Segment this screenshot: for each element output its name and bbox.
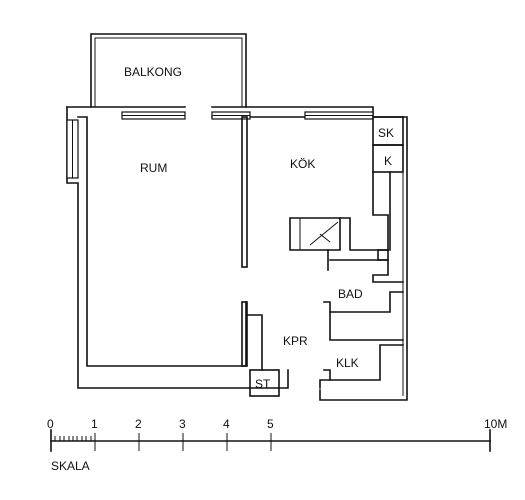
wall-rum-kok: [241, 116, 263, 371]
label-k: K: [384, 154, 392, 168]
scale-tick-5: 5: [267, 417, 274, 431]
scale-tick-1: 1: [91, 417, 98, 431]
scale-label: SKALA: [51, 459, 90, 473]
balcony: [90, 33, 247, 108]
scale-tick-2: 2: [135, 417, 142, 431]
label-sk: SK: [378, 126, 394, 140]
label-klk: KLK: [336, 356, 359, 370]
scale-tick-0: 0: [47, 417, 54, 431]
scale-tick-3: 3: [179, 417, 186, 431]
bathroom-walls: [319, 291, 404, 389]
label-bad: BAD: [338, 287, 363, 301]
windows: [66, 111, 374, 179]
scale-tick-10m: 10M: [484, 417, 507, 431]
scale-bar: 0 1 2 3 4 5 10M SKALA: [47, 417, 507, 473]
label-kok: KÖK: [290, 157, 315, 171]
scale-tick-4: 4: [223, 417, 230, 431]
label-rum: RUM: [140, 161, 167, 175]
label-balkong: BALKONG: [124, 65, 182, 79]
label-st: ST: [255, 377, 271, 391]
storage-box: [249, 369, 280, 397]
scale-subdivisions: [54, 436, 92, 441]
kitchen-fittings: [289, 116, 404, 283]
label-kpr: KPR: [283, 334, 308, 348]
